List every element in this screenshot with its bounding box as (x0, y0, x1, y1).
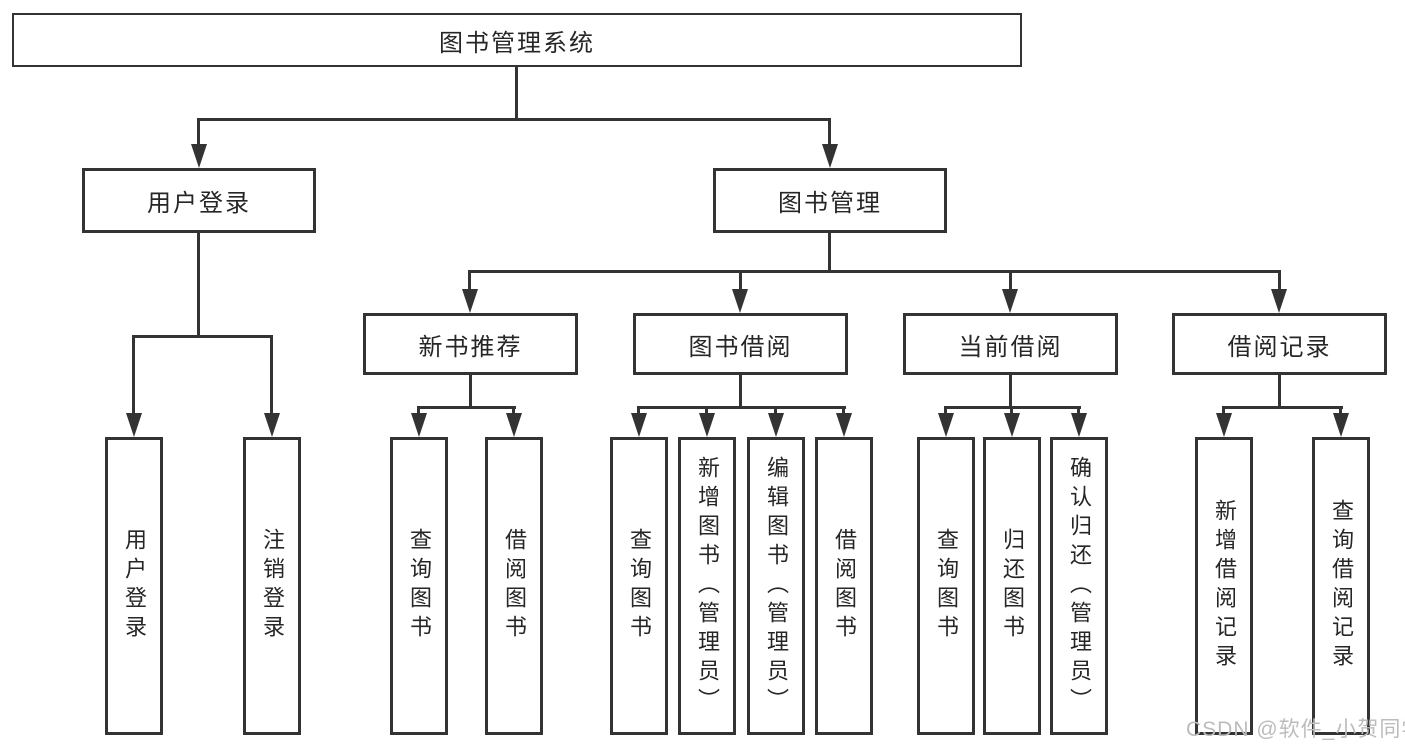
arrowhead-down-icon (126, 413, 142, 437)
leaf-label: 借阅图书 (502, 528, 527, 644)
connector-vline (842, 406, 845, 418)
arrowhead-down-icon (462, 289, 478, 313)
connector-vline (705, 406, 708, 418)
node-user-login: 用户登录 (82, 168, 316, 233)
connector-vline (515, 65, 518, 121)
leaf-logout: 注销登录 (243, 437, 301, 735)
node-borrowing-records: 借阅记录 (1172, 313, 1387, 375)
connector-vline (468, 270, 471, 292)
leaf-bb-add-book-admin: 新增图书（管理员） (678, 437, 736, 735)
arrowhead-down-icon (506, 413, 522, 437)
arrowhead-down-icon (1002, 289, 1018, 313)
leaf-nb-borrow-books: 借阅图书 (485, 437, 543, 735)
arrowhead-down-icon (1216, 413, 1232, 437)
csdn-watermark: CSDN @软件_小贺同学 (1186, 718, 1405, 741)
arrowhead-down-icon (264, 413, 280, 437)
leaf-label: 新增借阅记录 (1212, 499, 1237, 673)
connector-vline (739, 270, 742, 292)
leaf-label: 用户登录 (122, 528, 147, 644)
arrowhead-down-icon (938, 413, 954, 437)
connector-vline (637, 406, 640, 418)
leaf-label: 借阅图书 (832, 528, 857, 644)
connector-vline (1339, 406, 1342, 418)
leaf-bb-borrow-books: 借阅图书 (815, 437, 873, 735)
connector-vline (270, 335, 273, 415)
connector-vline (774, 406, 777, 418)
connector-vline (739, 373, 742, 409)
leaf-label: 确认归还（管理员） (1067, 455, 1092, 717)
arrowhead-down-icon (1271, 289, 1287, 313)
connector-vline (197, 118, 200, 147)
leaf-label: 新增图书（管理员） (695, 455, 720, 717)
connector-hline (1222, 406, 1343, 409)
leaf-cb-confirm-return-admin: 确认归还（管理员） (1050, 437, 1108, 735)
connector-vline (469, 373, 472, 409)
node-library-system: 图书管理系统 (12, 13, 1022, 67)
leaf-bb-edit-book-admin: 编辑图书（管理员） (747, 437, 805, 735)
leaf-label: 查询借阅记录 (1329, 499, 1354, 673)
connector-vline (132, 335, 135, 415)
leaf-br-query-borrow-record: 查询借阅记录 (1312, 437, 1370, 735)
node-label: 借阅记录 (1227, 333, 1332, 361)
connector-vline (828, 118, 831, 147)
connector-vline (1222, 406, 1225, 418)
connector-vline (1010, 406, 1013, 418)
leaf-label: 查询图书 (407, 528, 432, 644)
connector-vline (1009, 270, 1012, 292)
leaf-cb-query-books: 查询图书 (917, 437, 975, 735)
node-label: 新书推荐 (418, 333, 523, 361)
arrowhead-down-icon (822, 144, 838, 168)
leaf-bb-query-books: 查询图书 (610, 437, 668, 735)
arrowhead-down-icon (191, 144, 207, 168)
connector-vline (1077, 406, 1080, 418)
leaf-user-login: 用户登录 (105, 437, 163, 735)
leaf-label: 注销登录 (260, 528, 285, 644)
leaf-cb-return-books: 归还图书 (983, 437, 1041, 735)
node-label: 图书管理 (778, 190, 882, 217)
arrowhead-down-icon (732, 289, 748, 313)
leaf-label: 查询图书 (934, 528, 959, 644)
node-label: 图书管理系统 (439, 29, 595, 57)
connector-vline (1009, 373, 1012, 409)
leaf-nb-query-books: 查询图书 (390, 437, 448, 735)
node-label: 图书借阅 (688, 333, 793, 361)
node-new-book-recommendation: 新书推荐 (363, 313, 578, 375)
connector-vline (828, 231, 831, 273)
connector-hline (469, 270, 1281, 273)
connector-vline (512, 406, 515, 418)
node-book-management: 图书管理 (713, 168, 947, 233)
connector-vline (1278, 373, 1281, 409)
arrowhead-down-icon (1004, 413, 1020, 437)
connector-hline (132, 335, 273, 338)
node-label: 当前借阅 (958, 333, 1063, 361)
leaf-br-add-borrow-record: 新增借阅记录 (1195, 437, 1253, 735)
arrowhead-down-icon (631, 413, 647, 437)
connector-hline (198, 118, 831, 121)
connector-vline (944, 406, 947, 418)
connector-hline (637, 406, 846, 409)
leaf-label: 编辑图书（管理员） (764, 455, 789, 717)
arrowhead-down-icon (411, 413, 427, 437)
arrowhead-down-icon (836, 413, 852, 437)
leaf-label: 查询图书 (627, 528, 652, 644)
connector-vline (1278, 270, 1281, 292)
leaf-label: 归还图书 (1000, 528, 1025, 644)
connector-vline (197, 231, 200, 337)
arrowhead-down-icon (699, 413, 715, 437)
arrowhead-down-icon (1333, 413, 1349, 437)
node-book-borrowing: 图书借阅 (633, 313, 848, 375)
arrowhead-down-icon (1071, 413, 1087, 437)
arrowhead-down-icon (768, 413, 784, 437)
node-current-borrowing: 当前借阅 (903, 313, 1118, 375)
connector-hline (417, 406, 516, 409)
connector-vline (417, 406, 420, 418)
node-label: 用户登录 (147, 190, 251, 217)
